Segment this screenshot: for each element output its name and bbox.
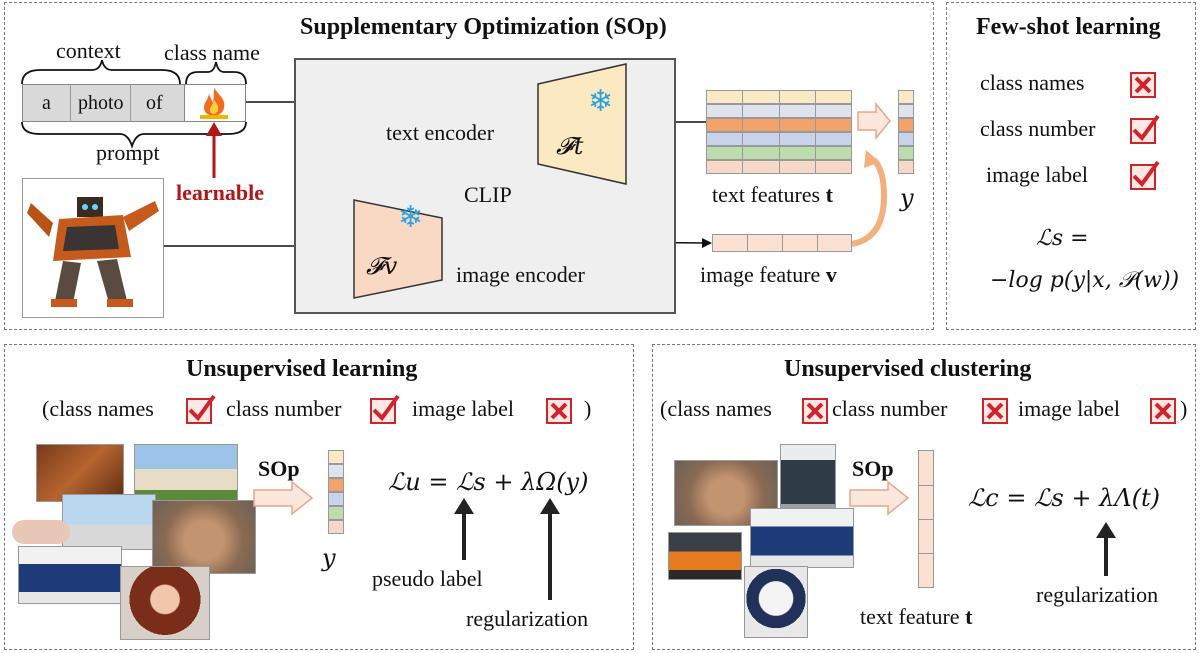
learnable-label: learnable xyxy=(176,180,264,205)
fewshot-title: Few-shot learning xyxy=(976,14,1161,40)
image-encoder-label: image encoder xyxy=(456,262,585,287)
woman-photo xyxy=(120,566,210,640)
unsup-learning-regularization: regularization xyxy=(466,606,589,631)
ft-symbol: 𝓕t xyxy=(556,132,584,160)
car-photo xyxy=(750,508,854,568)
orange-car-photo xyxy=(668,532,742,580)
unsup-learning-cond-class-names: (class names xyxy=(42,396,154,421)
sop-title: Supplementary Optimization (SOp) xyxy=(300,14,667,40)
shoes-photo xyxy=(12,520,70,544)
unsup-learning-y-vector xyxy=(328,450,344,536)
prompt-word-a: a xyxy=(42,92,51,114)
fewshot-panel xyxy=(946,2,1196,330)
unsup-learning-equation: ℒu = ℒs + λΩ(y) xyxy=(388,468,589,496)
fv-symbol: 𝓕v xyxy=(366,252,398,280)
fewshot-loss-line1: ℒs = xyxy=(1036,226,1089,251)
fire-icon xyxy=(200,88,228,119)
sop-panel xyxy=(4,2,934,330)
clip-label: CLIP xyxy=(464,182,512,207)
check-icon xyxy=(370,394,400,424)
prompt-label: prompt xyxy=(96,140,160,165)
building-photo xyxy=(780,444,836,520)
unsup-learning-arrows xyxy=(454,498,560,600)
unsup-clustering-title: Unsupervised clustering xyxy=(784,356,1032,382)
prompt-word-of: of xyxy=(146,92,163,114)
unsup-clustering-close-paren: ) xyxy=(1180,396,1188,421)
cat-photo xyxy=(152,500,256,574)
fewshot-item-image-label: image label xyxy=(986,162,1089,187)
cross-icon xyxy=(1150,398,1176,424)
y-symbol: y xyxy=(900,184,914,212)
unsup-learning-cond-class-number: class number xyxy=(226,396,342,421)
car-photo xyxy=(18,546,122,604)
image-feature-label: image feature v xyxy=(700,262,837,287)
unsup-clustering-text-feature xyxy=(918,450,934,588)
unsup-clustering-equation: ℒc = ℒs + λΛ(t) xyxy=(968,484,1160,512)
unsup-learning-close-paren: ) xyxy=(584,396,592,421)
context-label: context xyxy=(56,38,121,63)
check-icon xyxy=(186,394,216,424)
image-feature-vector xyxy=(712,234,852,252)
cross-icon xyxy=(1130,72,1156,98)
image-encoder-shape xyxy=(353,199,443,299)
snowflake-icon: ❄ xyxy=(588,85,614,118)
robot-image xyxy=(22,178,164,318)
text-features-label: text features t xyxy=(712,182,833,207)
white-cat-photo xyxy=(744,566,808,638)
unsup-clustering-cond-image-label: image label xyxy=(1018,396,1121,421)
check-icon xyxy=(1130,160,1160,190)
unsup-learning-arrow xyxy=(253,480,314,516)
fewshot-item-class-names: class names xyxy=(980,70,1085,95)
text-encoder-label: text encoder xyxy=(386,120,495,145)
snowflake-icon: ❄ xyxy=(398,201,424,234)
cross-icon xyxy=(982,398,1008,424)
unsup-clustering-text-feature-label: text feature t xyxy=(860,604,973,629)
check-icon xyxy=(1130,114,1160,144)
unsup-clustering-panel xyxy=(652,344,1196,650)
cross-icon xyxy=(802,398,828,424)
fewshot-item-class-number: class number xyxy=(980,116,1096,141)
text-encoder-shape xyxy=(537,63,627,185)
unsup-learning-y-symbol: y xyxy=(322,544,336,572)
cross-icon xyxy=(546,398,572,424)
fewshot-loss-line2: −log p(y|x, 𝒫(w)) xyxy=(990,268,1180,293)
unsup-learning-panel xyxy=(4,344,634,650)
airplane-photo xyxy=(62,494,156,550)
unsup-clustering-arrow xyxy=(849,480,910,516)
unsup-clustering-cond-class-number: class number xyxy=(832,396,948,421)
unsup-clustering-arrow-up xyxy=(1096,522,1116,576)
y-vector xyxy=(898,90,914,178)
unsup-learning-sop-label: SOp xyxy=(258,456,300,481)
prompt-word-photo: photo xyxy=(78,92,124,114)
unsup-clustering-regularization: regularization xyxy=(1036,582,1159,607)
unsup-learning-title: Unsupervised learning xyxy=(186,356,418,382)
text-features-table xyxy=(706,90,852,174)
unsup-clustering-sop-label: SOp xyxy=(852,456,894,481)
pseudo-label: pseudo label xyxy=(372,566,483,591)
class-name-label: class name xyxy=(164,40,260,65)
unsup-learning-cond-image-label: image label xyxy=(412,396,515,421)
unsup-clustering-cond-class-names: (class names xyxy=(660,396,772,421)
